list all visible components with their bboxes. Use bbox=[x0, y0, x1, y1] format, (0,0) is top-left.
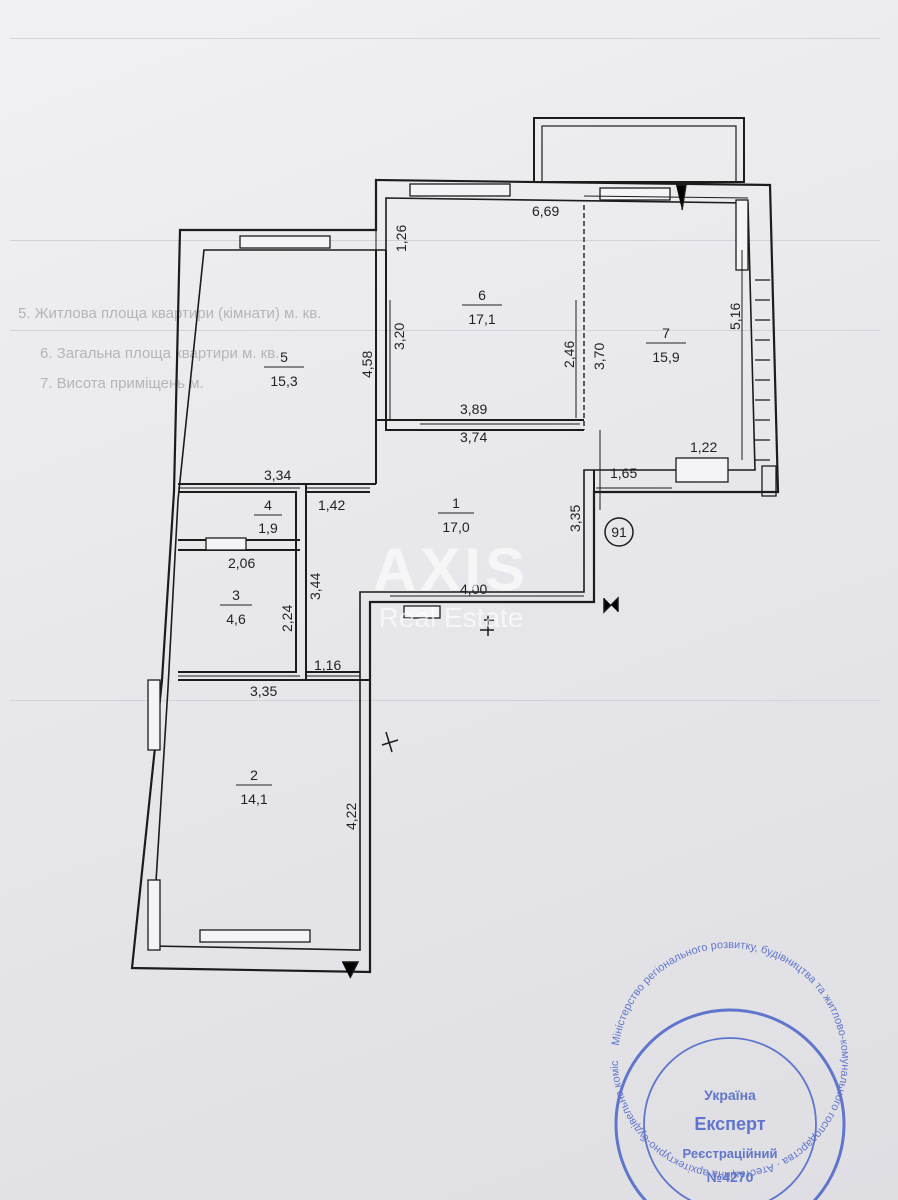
balcony bbox=[533, 117, 745, 183]
windows bbox=[147, 183, 749, 951]
window-room5 bbox=[239, 235, 331, 249]
dim-2-06: 2,06 bbox=[228, 555, 255, 571]
stamp-registry: Реєстраційний bbox=[683, 1146, 778, 1161]
background-form-text: 5. Житлова площа квартири (кімнати) м. к… bbox=[18, 305, 321, 392]
window-room2-side bbox=[147, 879, 161, 951]
room-5-number: 5 bbox=[280, 349, 288, 365]
dim-3-74: 3,74 bbox=[460, 429, 487, 445]
dimension-labels: 6,69 1,26 3,20 4,58 2,46 3,70 5,16 3,89 … bbox=[228, 203, 743, 830]
stamp-ring-text: Міністерство регіонального розвитку, буд… bbox=[0, 0, 851, 1181]
window-room7 bbox=[599, 187, 671, 201]
form-line-3: 7. Висота приміщень м. bbox=[40, 375, 204, 392]
room-2-label: 2 14,1 bbox=[236, 767, 272, 807]
ruled-line bbox=[10, 38, 880, 39]
dim-5-16: 5,16 bbox=[727, 303, 743, 330]
room-6-number: 6 bbox=[478, 287, 486, 303]
dim-1-65: 1,65 bbox=[610, 465, 637, 481]
door-ticks bbox=[342, 184, 687, 979]
dim-3-89: 3,89 bbox=[460, 401, 487, 417]
room-7-label: 7 15,9 bbox=[646, 325, 686, 365]
room-2-number: 2 bbox=[250, 767, 258, 783]
dim-3-34: 3,34 bbox=[264, 467, 291, 483]
room-4-label: 4 1,9 bbox=[254, 497, 282, 536]
room-7-area: 15,9 bbox=[652, 349, 679, 365]
room-3-area: 4,6 bbox=[226, 611, 246, 627]
stamp-number: №4270 bbox=[707, 1169, 754, 1185]
exterior-walls bbox=[130, 178, 780, 974]
apartment-number-tag: 91 bbox=[604, 517, 634, 547]
interior-walls bbox=[178, 205, 595, 681]
window-room3-side bbox=[147, 679, 161, 751]
dim-6-69: 6,69 bbox=[532, 203, 559, 219]
dim-1-22: 1,22 bbox=[690, 439, 717, 455]
ruled-line bbox=[10, 700, 880, 701]
form-line-2: 6. Загальна площа квартири м. кв. bbox=[40, 345, 279, 362]
ruled-line bbox=[10, 240, 880, 241]
window-room2 bbox=[199, 929, 311, 943]
dim-3-35-b: 3,35 bbox=[250, 683, 277, 699]
dim-3-44: 3,44 bbox=[307, 573, 323, 600]
window-room6 bbox=[409, 183, 511, 197]
dim-4-58: 4,58 bbox=[359, 351, 375, 378]
apartment-number: 91 bbox=[611, 524, 627, 540]
vent-box bbox=[205, 537, 247, 551]
stamp-title: Експерт bbox=[694, 1114, 765, 1134]
room-2-area: 14,1 bbox=[240, 791, 267, 807]
room-4-number: 4 bbox=[264, 497, 272, 513]
room-1-label: 1 17,0 bbox=[438, 495, 474, 535]
exterior-stairs bbox=[755, 279, 777, 497]
dim-4-00: 4,00 bbox=[460, 581, 487, 597]
vent-box-2 bbox=[403, 605, 441, 619]
dim-1-16: 1,16 bbox=[314, 657, 341, 673]
room-7-number: 7 bbox=[662, 325, 670, 341]
room-1-area: 17,0 bbox=[442, 519, 469, 535]
dimension-lines bbox=[178, 195, 749, 677]
kitchen-unit bbox=[675, 457, 729, 483]
room-1-number: 1 bbox=[452, 495, 460, 511]
dim-2-24: 2,24 bbox=[279, 605, 295, 632]
stamp-country: Україна bbox=[704, 1087, 756, 1103]
form-line-1: 5. Житлова площа квартири (кімнати) м. к… bbox=[18, 305, 321, 322]
room-5-label: 5 15,3 bbox=[264, 349, 304, 389]
dim-3-70: 3,70 bbox=[591, 343, 607, 370]
dim-1-26: 1,26 bbox=[393, 225, 409, 252]
room-3-number: 3 bbox=[232, 587, 240, 603]
ruled-line bbox=[10, 330, 880, 331]
room-4-area: 1,9 bbox=[258, 520, 278, 536]
dim-3-20: 3,20 bbox=[391, 323, 407, 350]
room-6-area: 17,1 bbox=[468, 311, 495, 327]
dim-4-22: 4,22 bbox=[343, 803, 359, 830]
room-5-area: 15,3 bbox=[270, 373, 297, 389]
room-labels: 1 17,0 2 14,1 3 4,6 4 1,9 5 15,3 6 17,1 bbox=[220, 287, 686, 807]
room-3-label: 3 4,6 bbox=[220, 587, 252, 627]
dim-3-35-a: 3,35 bbox=[567, 505, 583, 532]
dim-1-42: 1,42 bbox=[318, 497, 345, 513]
room-6-label: 6 17,1 bbox=[462, 287, 502, 327]
dim-2-46: 2,46 bbox=[561, 341, 577, 368]
